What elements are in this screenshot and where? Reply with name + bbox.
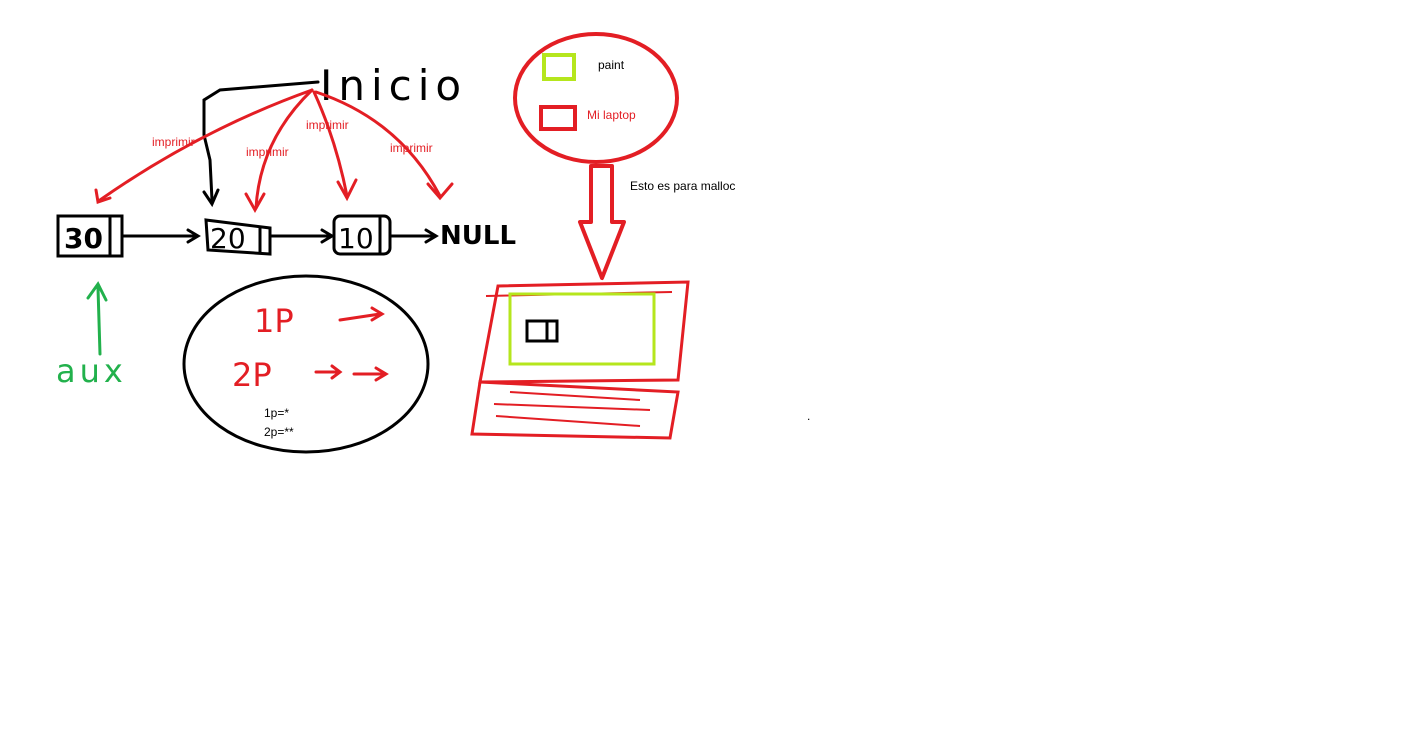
imprimir-label-3: imprimir [306,118,349,132]
inicio-to-node-20-line [202,80,320,202]
node-20-value: 20 [210,222,246,255]
arrow-10-to-null [388,228,439,244]
pointer-row-1-label: 1P [254,302,294,340]
legend-label-laptop: Mi laptop [587,108,636,122]
pointer-row-2-arrow-2 [352,366,389,382]
arrow-30-to-20 [120,228,201,244]
node-30-value: 30 [64,222,103,255]
null-label: NULL [440,221,516,251]
pointer-row-1-arrow [338,306,385,322]
aux-arrow [86,281,108,356]
imprimir-label-1: imprimir [152,135,195,149]
imprimir-arrowhead-1 [94,188,112,204]
legend-bubble [513,32,679,164]
node-10-value: 10 [338,222,374,255]
malloc-note: Esto es para malloc [630,179,735,193]
node-30: 30 [56,214,124,258]
pointer-note-2: 2p=** [264,425,294,439]
imprimir-label-2: imprimir [246,145,289,159]
stray-dot: . [807,409,810,423]
legend-swatch-paint [542,53,576,81]
imprimir-arrow-2 [254,88,314,210]
laptop-screen [508,292,656,366]
inicio-to-node-20-arrowhead [202,188,220,208]
laptop-window-icon [525,319,559,343]
imprimir-arrow-4 [314,90,442,198]
pointer-row-2-arrow-1 [314,364,343,380]
imprimir-arrowhead-4 [426,182,454,201]
malloc-arrow [578,164,626,280]
arrow-20-to-10 [268,228,335,244]
imprimir-arrow-1 [98,88,314,202]
legend-swatch-laptop [539,105,577,131]
node-10: 10 [332,214,392,256]
imprimir-arrowhead-3 [336,178,358,202]
legend-label-paint: paint [598,58,625,72]
pointer-row-2-label: 2P [232,356,272,394]
pointer-note-1: 1p=* [264,406,289,420]
imprimir-label-4: imprimir [390,141,433,155]
laptop-drawing [470,280,690,440]
imprimir-arrowhead-2 [244,192,266,214]
pointer-bubble [182,274,430,454]
aux-label: aux [56,352,127,390]
node-20: 20 [204,218,272,256]
imprimir-arrow-3 [312,90,349,198]
